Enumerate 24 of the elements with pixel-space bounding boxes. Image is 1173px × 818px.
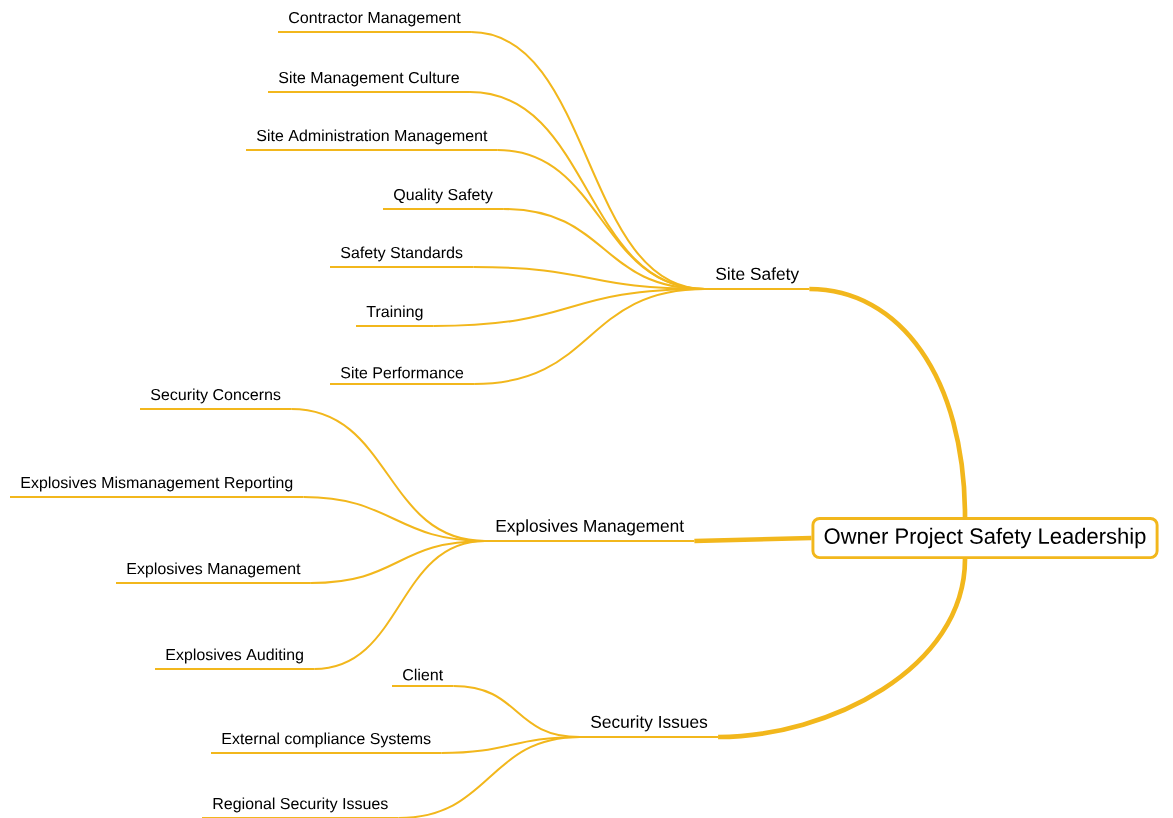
connector-line <box>313 540 486 670</box>
connector-line <box>473 288 706 385</box>
subtopic-label: Quality Safety <box>382 188 505 210</box>
subtopic-label: Contractor Management <box>277 11 473 33</box>
central-topic-box: Owner Project Safety Leadership <box>811 516 1159 560</box>
connector-line <box>717 558 968 740</box>
connector-line <box>694 535 812 544</box>
subtopic-label: Site Performance <box>329 366 476 385</box>
subtopic-label: Site Administration Management <box>245 129 499 151</box>
subtopic-label: Safety Standards <box>329 246 475 268</box>
subtopic-label: Security Concerns <box>139 388 293 410</box>
subtopic-label: External compliance Systems <box>210 732 443 754</box>
branch-topic: Security Issues <box>579 715 720 738</box>
subtopic-label: Training <box>355 305 435 327</box>
connector-line <box>809 286 968 518</box>
subtopic-label: Site Management Culture <box>267 71 471 93</box>
connector-line <box>397 736 581 818</box>
branch-topic: Explosives Management <box>484 519 696 542</box>
subtopic-label: Regional Security Issues <box>201 797 400 818</box>
subtopic-label: Explosives Management <box>115 562 312 584</box>
subtopic-label: Client <box>391 668 455 687</box>
branch-topic: Site Safety <box>704 267 811 290</box>
subtopic-label: Explosives Mismanagement Reporting <box>9 476 305 498</box>
subtopic-label: Explosives Auditing <box>154 648 316 670</box>
